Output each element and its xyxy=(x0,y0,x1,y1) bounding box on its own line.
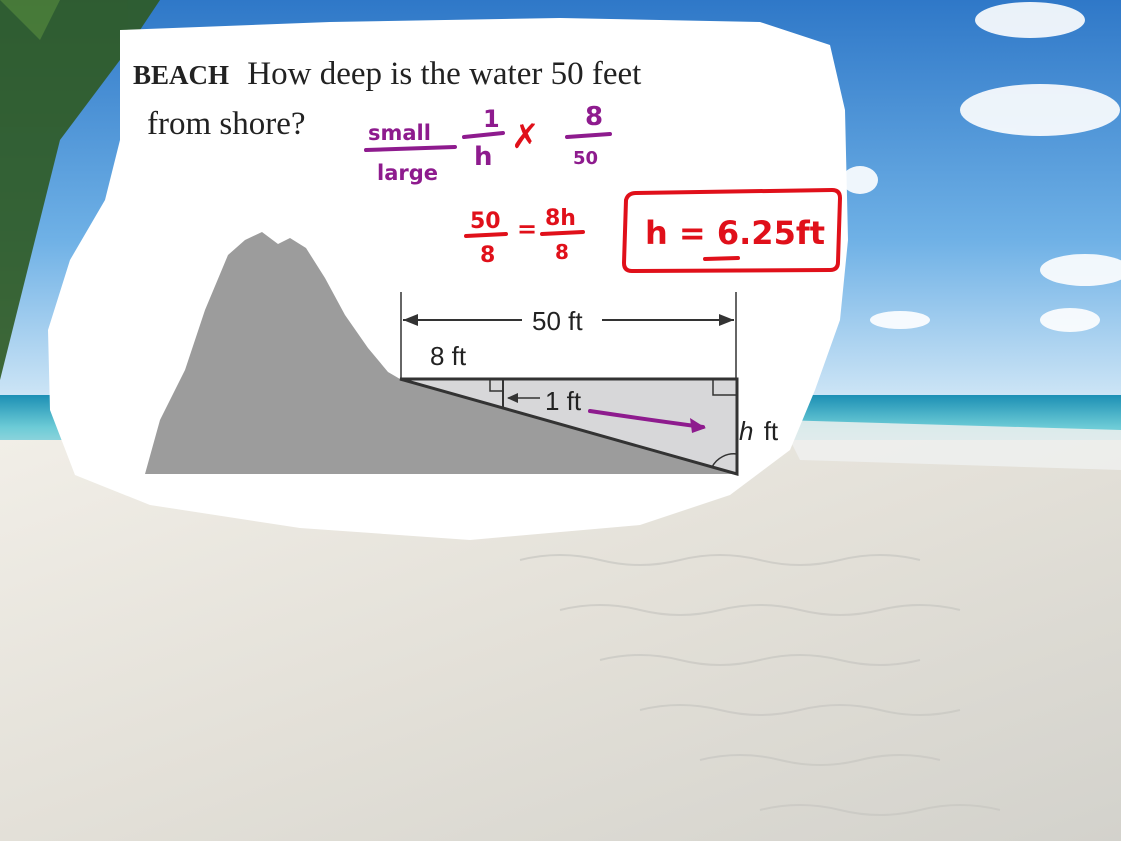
right-angle-large xyxy=(712,379,737,396)
dim-arrowhead-right xyxy=(719,314,734,326)
hw-ratio-8: 8 xyxy=(585,102,603,132)
answer-box xyxy=(621,187,843,274)
hw-eq-equals: = xyxy=(517,215,537,243)
problem-line-1: BEACH How deep is the water 50 feet xyxy=(133,56,641,92)
hw-purple-arrowhead xyxy=(690,418,706,433)
problem-label: BEACH xyxy=(133,60,229,90)
depth-variable: h xyxy=(739,416,753,446)
hw-cross: ✗ xyxy=(511,117,540,157)
palm-fronds xyxy=(0,0,160,380)
hw-eq-left-bar xyxy=(464,232,508,238)
clouds xyxy=(842,2,1121,332)
beach-diagram: 50 ft 8 ft 1 ft h ft xyxy=(145,232,779,476)
label-8-ft: 8 ft xyxy=(430,341,467,371)
hw-eq-right-bar xyxy=(540,230,585,236)
right-angle-small xyxy=(489,379,503,392)
hw-ratio-50: 50 xyxy=(573,148,598,169)
hw-ratio-1: 1 xyxy=(483,105,500,133)
hw-eq-8-right: 8 xyxy=(555,240,569,264)
hw-eq-8-left: 8 xyxy=(480,243,495,268)
dim-arrowhead-left xyxy=(403,314,418,326)
hw-eq-8h: 8h xyxy=(545,206,576,231)
hw-small: small xyxy=(368,121,431,145)
angle-arc xyxy=(711,453,738,468)
question-line-2: from shore? xyxy=(147,106,306,142)
hw-ratio-h: h xyxy=(474,142,493,172)
label-1-ft: 1 ft xyxy=(545,386,582,416)
question-line-1: How deep is the water 50 feet xyxy=(247,56,641,92)
answer-text: h = 6.25ft xyxy=(645,214,825,252)
sand-ripples xyxy=(519,554,1001,816)
dim-arrowhead-1ft xyxy=(507,393,518,403)
label-h-ft: h ft xyxy=(739,416,779,446)
hw-large: large xyxy=(377,161,438,185)
sandbar xyxy=(780,420,1121,470)
hw-eq-50: 50 xyxy=(470,209,501,234)
rock-silhouette xyxy=(145,232,737,474)
handwritten-notes: small large 1 h ✗ 8 50 50 8 = 8h 8 h = 6… xyxy=(364,102,843,433)
label-50-ft: 50 ft xyxy=(532,306,583,336)
water-triangle xyxy=(399,377,739,476)
depth-unit: ft xyxy=(764,416,779,446)
hw-ratio-left-bar xyxy=(462,131,505,139)
answer-underline xyxy=(703,256,740,261)
hw-ratio-right-bar xyxy=(565,132,612,139)
hw-small-large-bar xyxy=(364,145,457,152)
